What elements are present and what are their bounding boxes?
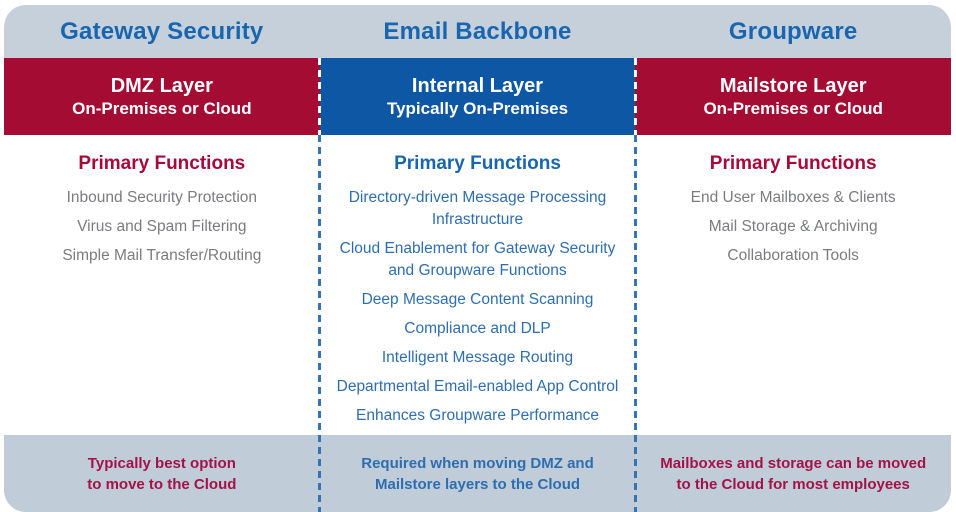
footer-note-line: Mailstore layers to the Cloud (374, 475, 581, 493)
function-item: Simple Mail Transfer/Routing (62, 247, 262, 264)
footer-row: Typically best option to move to the Clo… (4, 435, 951, 512)
footer-note-email-backbone: Required when moving DMZ and Mailstore l… (320, 435, 636, 512)
function-item: End User Mailboxes & Clients (690, 189, 896, 206)
band-subtitle: On-Premises or Cloud (72, 98, 252, 118)
function-item: Intelligent Message Routing (381, 349, 574, 366)
functions-groupware: Primary Functions End User Mailboxes & C… (635, 135, 951, 435)
band-mailstore-layer: Mailstore Layer On-Premises or Cloud (635, 58, 951, 135)
band-title: DMZ Layer (110, 74, 213, 97)
footer-note-line: Typically best option (87, 454, 236, 472)
column-title: Gateway Security (60, 17, 264, 45)
band-title: Internal Layer (411, 74, 544, 97)
divider-band-right (634, 58, 637, 135)
function-item: Mail Storage & Archiving (708, 218, 878, 235)
divider-main-left (318, 135, 321, 512)
layer-band-row: DMZ Layer On-Premises or Cloud Internal … (4, 58, 951, 135)
function-item: Enhances Groupware Performance (356, 407, 599, 424)
divider-main-right (634, 135, 637, 512)
footer-note-line: to move to the Cloud (87, 475, 237, 493)
functions-heading: Primary Functions (394, 153, 561, 174)
function-item: Cloud Enablement for Gateway Security an… (339, 240, 616, 279)
footer-note-line: Required when moving DMZ and (361, 454, 594, 472)
band-subtitle: On-Premises or Cloud (703, 98, 883, 118)
functions-gateway-security: Primary Functions Inbound Security Prote… (4, 135, 320, 435)
band-internal-layer: Internal Layer Typically On-Premises (319, 58, 636, 135)
functions-heading: Primary Functions (78, 153, 246, 174)
band-subtitle: Typically On-Premises (386, 98, 569, 118)
header-email-backbone: Email Backbone (320, 5, 636, 58)
header-gateway-security: Gateway Security (4, 5, 320, 58)
footer-note-line: to the Cloud for most employees (676, 475, 910, 493)
function-item: Virus and Spam Filtering (77, 218, 247, 235)
footer-note-gateway-security: Typically best option to move to the Clo… (4, 435, 320, 512)
band-title: Mailstore Layer (719, 74, 867, 97)
function-item: Inbound Security Protection (66, 189, 258, 206)
band-dmz-layer: DMZ Layer On-Premises or Cloud (4, 58, 320, 135)
function-item: Deep Message Content Scanning (361, 291, 594, 308)
function-item: Departmental Email-enabled App Control (336, 378, 619, 395)
functions-row: Primary Functions Inbound Security Prote… (4, 135, 951, 435)
functions-email-backbone: Primary Functions Directory-driven Messa… (320, 135, 636, 435)
infographic-container: Gateway Security Email Backbone Groupwar… (4, 5, 951, 512)
footer-note-line: Mailboxes and storage can be moved (660, 454, 927, 472)
column-title: Email Backbone (383, 17, 572, 45)
footer-note-groupware: Mailboxes and storage can be moved to th… (635, 435, 951, 512)
functions-heading: Primary Functions (709, 153, 877, 174)
function-item: Compliance and DLP (404, 320, 551, 337)
function-item: Collaboration Tools (727, 247, 859, 264)
header-row: Gateway Security Email Backbone Groupwar… (4, 5, 951, 58)
function-item: Directory-driven Message Processing Infr… (348, 189, 607, 228)
column-title: Groupware (728, 17, 858, 45)
header-groupware: Groupware (635, 5, 951, 58)
divider-band-left (318, 58, 321, 135)
